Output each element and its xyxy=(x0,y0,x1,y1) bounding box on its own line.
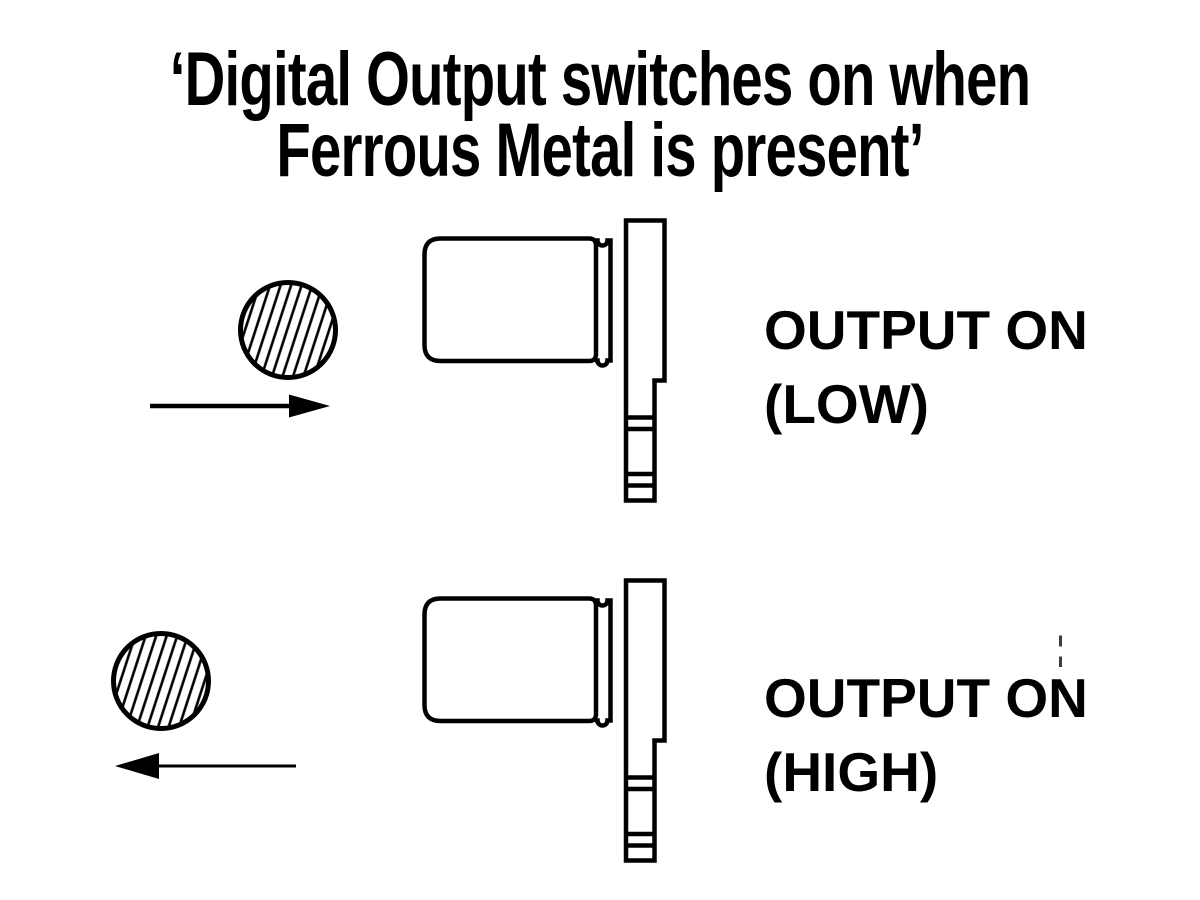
ferrous-metal-ball-icon xyxy=(238,280,338,380)
row-ball-leaving xyxy=(111,581,665,861)
output-state-line1: OUTPUT ON xyxy=(764,667,1088,729)
arrow-right-icon xyxy=(150,394,330,418)
page-title: ‘Digital Output switches on when Ferrous… xyxy=(156,37,1044,193)
output-state-line1: OUTPUT ON xyxy=(764,299,1088,361)
output-state-line2: (LOW) xyxy=(764,373,929,435)
sensor-drawing xyxy=(425,581,665,861)
sensor-drawing xyxy=(425,221,665,501)
row-ball-approaching xyxy=(150,221,665,501)
page-title-line2: Ferrous Metal is present’ xyxy=(276,108,924,193)
output-state-label-high: OUTPUT ON (HIGH) xyxy=(764,661,1088,809)
arrow-left-icon xyxy=(115,753,296,779)
page-title-line1: ‘Digital Output switches on when xyxy=(169,37,1031,122)
ferrous-metal-ball-icon xyxy=(111,631,211,731)
output-state-label-low: OUTPUT ON (LOW) xyxy=(764,293,1088,441)
output-state-line2: (HIGH) xyxy=(764,741,939,803)
